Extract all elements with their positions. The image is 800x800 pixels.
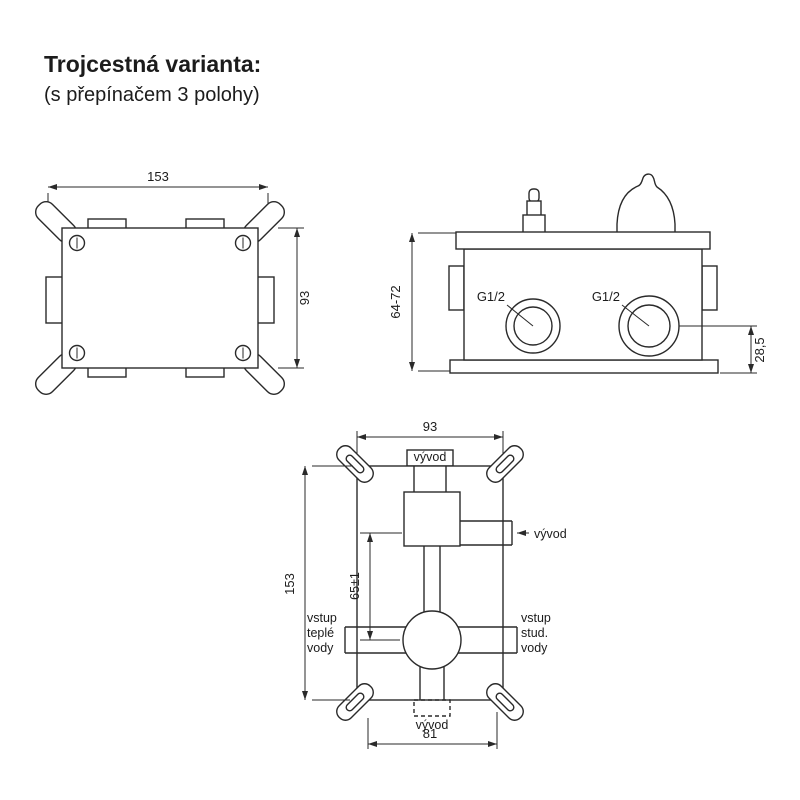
mounting-lug bbox=[336, 683, 374, 721]
side-outlet-label: vývod bbox=[534, 527, 567, 541]
front-view: 153 bbox=[34, 169, 312, 396]
cold-inlet-label-line2: stud. bbox=[521, 626, 548, 640]
hot-inlet-label-line3: vody bbox=[307, 641, 334, 655]
lug-slot bbox=[495, 692, 515, 712]
front-body-outline bbox=[61, 227, 259, 369]
cold-inlet-label-line1: vstup bbox=[521, 611, 551, 625]
bottom-outlet-label: vývod bbox=[416, 718, 449, 732]
hot-inlet-label-line2: teplé bbox=[307, 626, 334, 640]
thread-label-right: G1/2 bbox=[592, 289, 620, 304]
side-height-dim-label: 64-72 bbox=[388, 285, 403, 318]
mounting-lug bbox=[486, 445, 524, 483]
bottom-flange bbox=[449, 359, 719, 374]
bottom-width-dim-label: 93 bbox=[423, 419, 437, 434]
front-height-dim-label: 93 bbox=[297, 291, 312, 305]
front-width-dim-label: 153 bbox=[147, 169, 169, 184]
knob-stem bbox=[526, 200, 542, 217]
side-view: 64-72 G1/2 G1/2 28,5 bbox=[388, 173, 767, 374]
bottom-outlet-tab bbox=[413, 699, 451, 717]
valve-block bbox=[403, 491, 461, 547]
side-depth-dim-label: 28,5 bbox=[752, 337, 767, 362]
knob-base bbox=[522, 214, 546, 234]
leader-line bbox=[506, 304, 534, 327]
top-outlet-label: vývod bbox=[414, 450, 447, 464]
control-knob bbox=[616, 173, 676, 234]
right-tab bbox=[701, 265, 718, 311]
hot-inlet-label-line1: vstup bbox=[307, 611, 337, 625]
bottom-span-dim-label: 81 bbox=[423, 726, 437, 741]
page-title: Trojcestná varianta: bbox=[44, 51, 261, 77]
bottom-view: 93 vývod bbox=[282, 419, 567, 749]
mixer-cartridge bbox=[402, 610, 462, 670]
knob-cap bbox=[528, 188, 540, 203]
left-tab bbox=[448, 265, 465, 311]
screw-icon bbox=[68, 234, 86, 252]
cold-inlet-label-line3: vody bbox=[521, 641, 548, 655]
page-subtitle: (s přepínačem 3 polohy) bbox=[44, 84, 260, 106]
mounting-lug bbox=[486, 683, 524, 721]
leader-line bbox=[621, 304, 650, 327]
diverter-knob bbox=[522, 188, 546, 234]
screw-icon bbox=[234, 344, 252, 362]
thread-label-left: G1/2 bbox=[477, 289, 505, 304]
cap-plate bbox=[455, 231, 711, 250]
screw-icon bbox=[68, 344, 86, 362]
bottom-height-dim-label: 153 bbox=[282, 573, 297, 595]
right-tab bbox=[256, 276, 275, 324]
lug-slot bbox=[495, 454, 515, 474]
center-dim-label: 65±1 bbox=[348, 572, 362, 600]
lug-slot bbox=[345, 692, 365, 712]
screw-icon bbox=[234, 234, 252, 252]
mounting-lug bbox=[336, 445, 374, 483]
left-tab bbox=[45, 276, 64, 324]
